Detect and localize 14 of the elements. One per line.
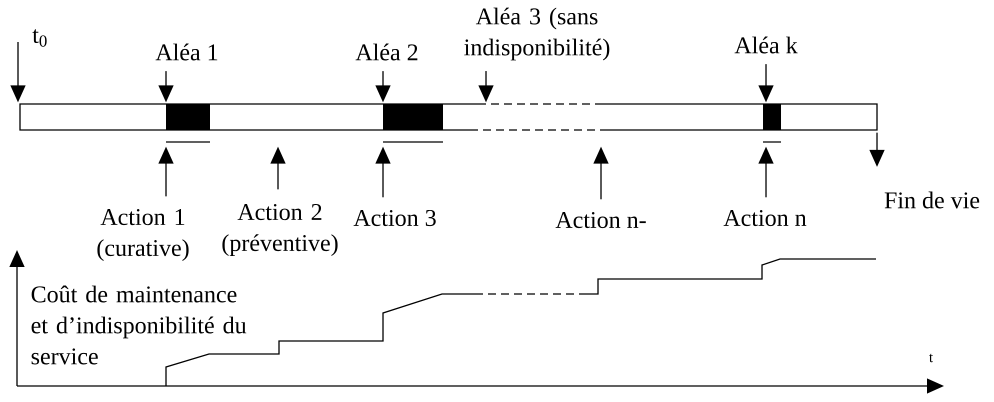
action-label: Action n- [556, 212, 646, 228]
event-label: Aléa k [734, 36, 798, 54]
axis-label: t [929, 354, 933, 362]
axis-label: Coût de maintenance et d’indisponibilité du service [32, 286, 246, 364]
end-label: Fin de vie [884, 192, 980, 208]
event-label: Aléa 1 [156, 44, 218, 60]
timeline-bar [19, 103, 878, 131]
event-label: Aléa 2 [356, 44, 418, 60]
action-label: Action 1 (curative) [97, 209, 189, 261]
action-label: Action n [724, 210, 806, 226]
action-label: Action 2 (préventive) [222, 204, 338, 256]
event-label: Aléa 3 (sans indisponibilité) [464, 8, 610, 60]
action-label: Action 3 [354, 210, 436, 226]
subscript-label: t$_{0}$ [32, 29, 47, 47]
